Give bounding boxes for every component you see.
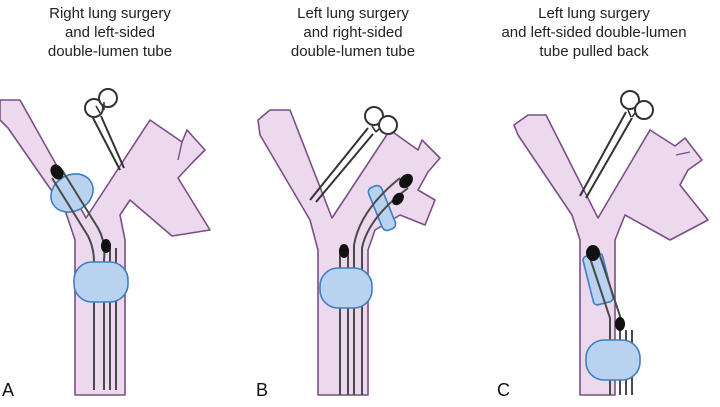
panel-a-caption-line-3: double-lumen tube (47, 43, 173, 60)
panel-c-tracheal-cuff (585, 339, 641, 381)
panel-c-caption-line-3: tube pulled back (539, 43, 649, 60)
panel-a-caption: Right lung surgery and left-sided double… (0, 4, 220, 61)
panel-c-caption-line-1: Left lung surgery (538, 5, 650, 22)
panel-b-caption: Left lung surgery and right-sided double… (243, 4, 463, 61)
panel-a-clamp-icon (84, 88, 125, 171)
panel-a-diagram (0, 88, 211, 396)
panel-b-tracheal-cuff (319, 267, 373, 309)
panel-c-clamp-icon (579, 90, 654, 199)
panel-b-letter: B (256, 380, 269, 400)
panel-c-airway (513, 114, 709, 396)
panel-b-caption-line-1: Left lung surgery (297, 5, 409, 22)
panel-c-caption: Left lung surgery and left-sided double-… (484, 4, 704, 61)
panel-c-letter: C (497, 380, 510, 400)
panel-c-caption-line-2: and left-sided double-lumen (501, 24, 687, 41)
panel-a-tracheal-cuff (73, 261, 129, 303)
panel-b-caption-line-3: double-lumen tube (290, 43, 416, 60)
panel-a-caption-line-2: and left-sided (64, 24, 156, 41)
panel-c-diagram (513, 90, 709, 396)
panel-b-diagram (257, 106, 441, 396)
panel-b-tube (339, 173, 413, 395)
panel-a-caption-line-1: Right lung surgery (49, 5, 171, 22)
panel-b-caption-line-2: and right-sided (303, 24, 403, 41)
panel-a-letter: A (2, 380, 15, 400)
panel-b-clamp-icon (309, 106, 398, 203)
